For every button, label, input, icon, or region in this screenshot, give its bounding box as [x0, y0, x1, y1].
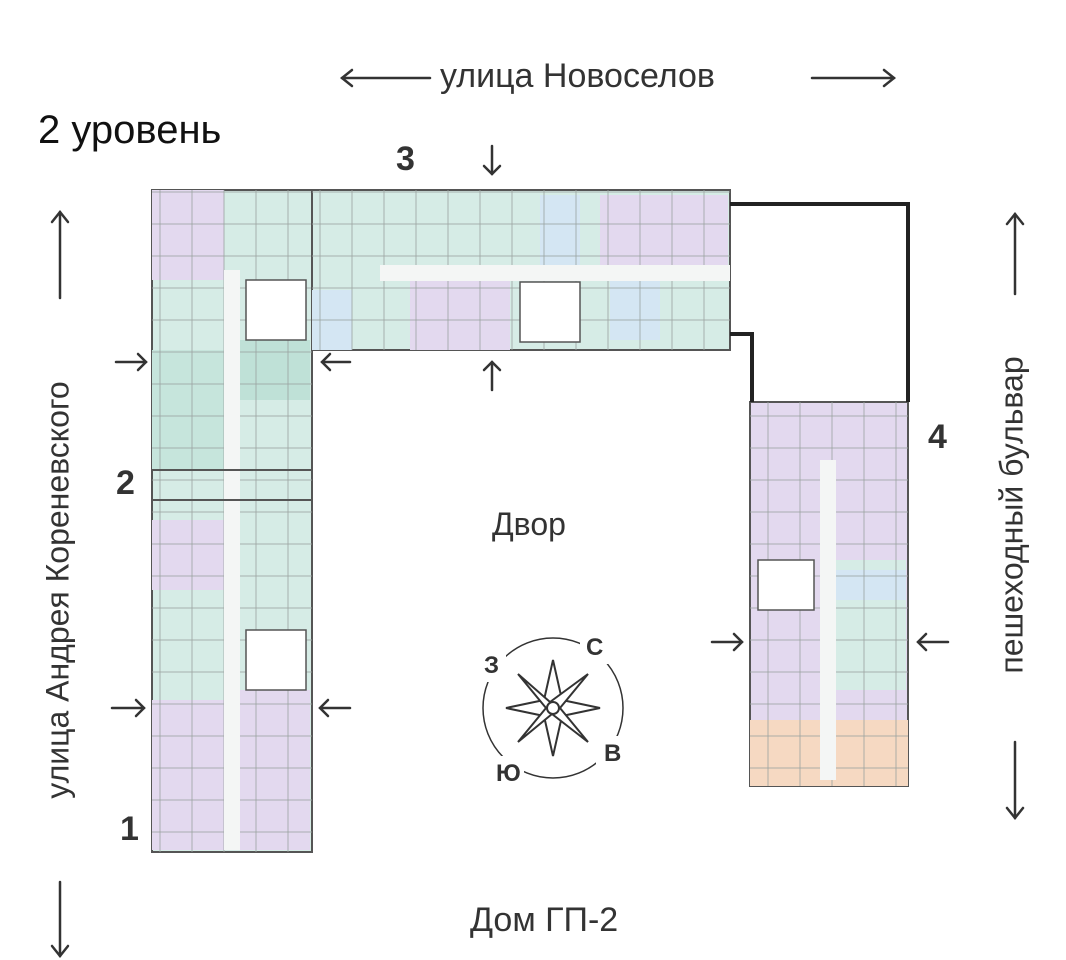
section-number-2: 2: [116, 464, 135, 502]
section-number-3: 3: [396, 140, 415, 178]
street-label-right: пешеходный бульвар: [993, 356, 1030, 674]
section-number-4: 4: [928, 418, 947, 456]
compass-east: В: [604, 740, 622, 767]
street-label-left: улица Андрея Кореневского: [39, 381, 76, 799]
courtyard-label: Двор: [492, 506, 566, 542]
street-label-bottom: Дом ГП-2: [470, 901, 619, 939]
street-arrows: [50, 68, 1025, 959]
level-title: 2 уровень: [38, 108, 222, 152]
left-wing: [151, 189, 313, 853]
top-wing: [311, 189, 731, 351]
compass-north: С: [586, 634, 604, 661]
section-number-1: 1: [120, 810, 139, 848]
connector-walls: [730, 202, 910, 402]
right-wing: [749, 401, 909, 787]
compass-rose: [482, 637, 624, 779]
compass-south: Ю: [496, 760, 521, 787]
entrance-arrows: [110, 144, 950, 718]
compass-west: З: [484, 652, 500, 679]
street-label-top: улица Новоселов: [440, 57, 715, 95]
